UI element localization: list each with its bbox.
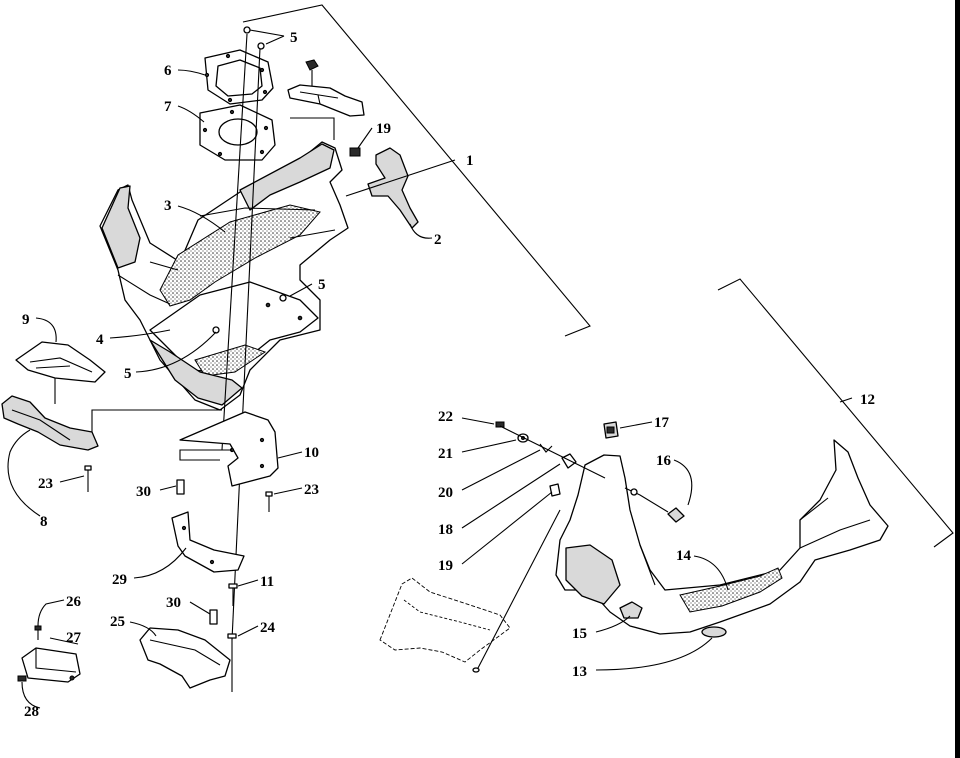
assembly-1-bracket <box>242 4 591 337</box>
part-6-gasket <box>204 49 274 105</box>
lower-body-part <box>555 439 889 635</box>
hardware-centerline <box>499 425 606 479</box>
callout-27: 27 <box>66 630 82 646</box>
callout-6: 6 <box>164 63 172 79</box>
callout-23-left: 23 <box>38 476 53 492</box>
part-25-cover <box>139 627 231 689</box>
callout-24: 24 <box>260 620 276 636</box>
part-30-spacer-lower <box>209 609 218 625</box>
callout-7: 7 <box>164 99 172 115</box>
part-26-screw <box>34 625 42 640</box>
right-edge-border <box>955 0 960 758</box>
part-23-fastener-left <box>84 465 92 492</box>
callout-1: 1 <box>466 153 474 169</box>
callout-15: 15 <box>572 626 587 642</box>
callout-5-top: 5 <box>290 30 298 46</box>
callout-26: 26 <box>66 594 82 610</box>
part-23-fastener-right <box>265 491 273 512</box>
part-11-bolt <box>228 583 238 606</box>
callout-28: 28 <box>24 704 39 720</box>
part-10-bracket <box>179 411 279 487</box>
callout-5-mid: 5 <box>318 277 326 293</box>
callout-10: 10 <box>304 445 319 461</box>
upper-body-part <box>99 141 349 411</box>
part-17-clip <box>603 421 619 439</box>
part-8-lower-trim <box>1 378 222 451</box>
part-28-screw <box>17 675 27 682</box>
callout-29: 29 <box>112 572 127 588</box>
callout-14: 14 <box>676 548 692 564</box>
part-29-bracket <box>171 511 245 573</box>
callout-9: 9 <box>22 312 30 328</box>
callout-21: 21 <box>438 446 453 462</box>
callout-16: 16 <box>656 453 672 469</box>
callout-19-right: 19 <box>438 558 453 574</box>
part-7-plate <box>199 104 276 161</box>
callout-22: 22 <box>438 409 453 425</box>
part-13-pad <box>701 626 727 638</box>
part-16-grommet <box>624 487 685 523</box>
callout-8: 8 <box>40 514 48 530</box>
callout-17: 17 <box>654 415 670 431</box>
callout-13: 13 <box>572 664 587 680</box>
part-27-module <box>21 647 81 683</box>
callout-4: 4 <box>96 332 104 348</box>
part-30-spacer-upper <box>176 479 185 495</box>
part-2-bracket <box>367 147 419 229</box>
part-22-screw <box>495 421 505 428</box>
callout-30-lower: 30 <box>166 595 181 611</box>
callout-23-right: 23 <box>304 482 319 498</box>
callout-12: 12 <box>860 392 875 408</box>
callout-30-upper: 30 <box>136 484 151 500</box>
fastener-centerlines <box>221 26 265 641</box>
callout-11: 11 <box>260 574 274 590</box>
assembly-12-bracket <box>717 278 954 548</box>
latch-bracket-part <box>287 59 365 140</box>
callout-labels: 1 2 3 4 5 5 5 6 7 8 9 10 11 12 13 14 15 … <box>22 30 875 720</box>
callout-3: 3 <box>164 198 172 214</box>
callout-25: 25 <box>110 614 125 630</box>
part-15-pad <box>619 601 643 619</box>
part-24-fastener <box>227 633 237 692</box>
leader-lines <box>7 29 853 709</box>
part-19-clip-right <box>549 483 561 497</box>
callout-18: 18 <box>438 522 453 538</box>
frame-reference-outline <box>379 509 561 673</box>
callout-20: 20 <box>438 485 453 501</box>
part-19-clip-left <box>349 147 361 157</box>
callout-19-left: 19 <box>376 121 391 137</box>
part-18-nut <box>561 453 577 469</box>
part-9-pad <box>15 341 106 383</box>
callout-5-low: 5 <box>124 366 132 382</box>
callout-2: 2 <box>434 232 442 248</box>
